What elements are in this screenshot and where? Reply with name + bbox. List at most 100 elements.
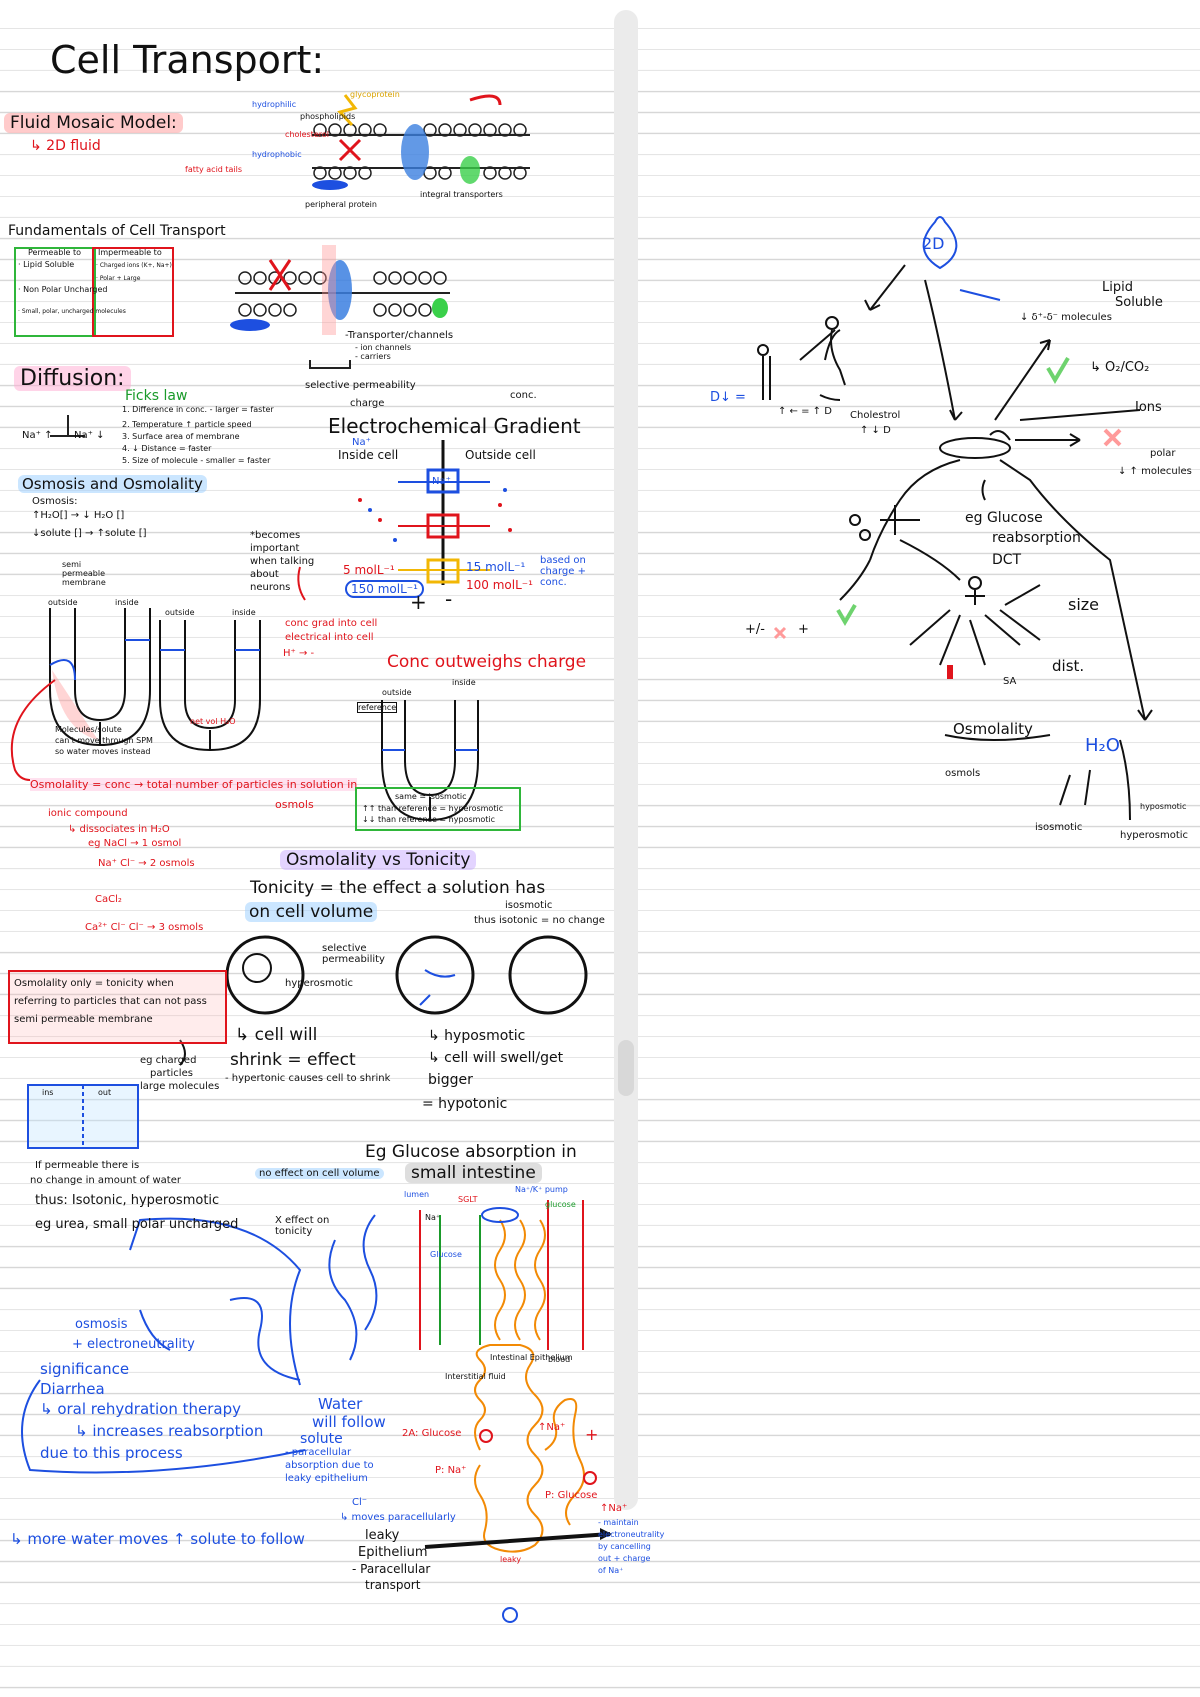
label-cholesterol: cholesterol [285, 130, 329, 139]
mind-map-marks [773, 356, 1122, 679]
leaky-1: leaky [365, 1528, 400, 1543]
shrink-2: shrink = effect [230, 1050, 356, 1070]
mm-polar: polar [1150, 448, 1176, 459]
conc-outweighs: Conc outweighs charge [387, 652, 587, 672]
ec-na-label: Na⁺ [352, 437, 371, 448]
scrollbar-thumb[interactable] [618, 1040, 634, 1096]
eg-charged-3: large molecules [140, 1081, 220, 1092]
impermeable-box [92, 247, 174, 337]
na-top: ↑Na⁺ [538, 1422, 566, 1433]
eg-charged-2: particles [150, 1068, 193, 1079]
u1-note-1: Molecules/solute [55, 725, 122, 734]
p-glucose: P: Glucose [545, 1490, 598, 1501]
u1b-outside: outside [165, 608, 195, 617]
ec-right-conc: 15 molL⁻¹ [466, 560, 526, 574]
u-tube-1 [49, 608, 151, 747]
water-2: will follow [312, 1413, 386, 1431]
osmosis-sub: Osmosis: [32, 496, 78, 507]
mm-hyperosmotic: hyperosmotic [1120, 830, 1189, 841]
leaky-small: leaky [500, 1555, 522, 1564]
transporter-item-1: - ion channels [355, 343, 411, 352]
u1-note-2: can't move through SPM [55, 736, 153, 745]
fluid-mosaic-heading: Fluid Mosaic Model: [4, 113, 183, 133]
ec-left-conc2: 150 molL⁻¹ [345, 580, 424, 598]
hypertonic-note: - hypertonic causes cell to shrink [225, 1073, 391, 1084]
gl-glucose-2: glucose [545, 1200, 576, 1209]
gl-lumen: lumen [404, 1190, 430, 1199]
impermeable-item-2: · Polar + Large [96, 275, 141, 282]
mm-dv: D↓ = [710, 390, 746, 405]
swell-label: ↳ cell will swell/get [428, 1050, 564, 1066]
paracellular-2: absorption due to [285, 1460, 374, 1471]
nacl-line: eg NaCl → 1 osmol [88, 838, 182, 849]
u1-outside: outside [48, 598, 78, 607]
mm-reab: reabsorption [992, 530, 1081, 546]
dissociates: ↳ dissociates in H₂O [68, 824, 170, 835]
mm-h2o: H₂O [1085, 735, 1120, 756]
label-peripheral: peripheral protein [305, 200, 377, 209]
maintain-3: by cancelling [598, 1542, 651, 1551]
scrollbar-track[interactable] [614, 10, 638, 1510]
neuron-note-1: *becomes [250, 530, 301, 541]
u-tube-2 [381, 700, 479, 822]
x-effect-line: X effect on tonicity [275, 1215, 330, 1237]
gl-sglt: SGLT [458, 1195, 478, 1204]
tonicity-heading: Osmolality vs Tonicity [280, 850, 477, 870]
cacl-line: CaCl₂ [95, 894, 122, 905]
ec-right-conc2: 100 molL⁻¹ [466, 578, 533, 592]
conc-grad-1: conc grad into cell [285, 618, 378, 629]
selective-label: selective permeability [322, 943, 385, 965]
fundamentals-heading: Fundamentals of Cell Transport [8, 223, 226, 239]
tonicity-def: Tonicity = the effect a solution has [250, 878, 546, 898]
membrane-diagram-2 [230, 245, 450, 335]
mm-osmols: osmols [945, 768, 981, 779]
electroneutrality-label: + electroneutrality [72, 1337, 195, 1352]
fick-item-3: 3. Surface area of membrane [122, 432, 240, 441]
permeable-title: Permeable to [28, 248, 82, 257]
diffusion-heading: Diffusion: [14, 366, 131, 391]
cacl-line-2: Ca²⁺ Cl⁻ Cl⁻ → 3 osmols [85, 922, 204, 933]
diarrhea-label: Diarrhea [40, 1380, 105, 1398]
mm-soluble: Soluble [1115, 295, 1163, 310]
ec-based: based on charge + conc. [540, 555, 586, 588]
selective-permeability: selective permeability [305, 380, 416, 391]
osmosis-heading: Osmosis and Osmolality [18, 475, 207, 493]
impermeable-item-1: · Charged ions (K+, Na+) [96, 262, 172, 269]
leaky-4: transport [365, 1578, 421, 1592]
shrink-1: ↳ cell will [235, 1025, 318, 1045]
u-tube-1b [159, 620, 261, 752]
mm-chol2: ↑ ↓ D [860, 425, 891, 436]
hypotonic-label: = hypotonic [422, 1096, 508, 1112]
label-hydrophobic: hydrophobic [252, 150, 302, 159]
water-1: Water [318, 1395, 363, 1413]
u2-inside: inside [452, 678, 476, 687]
label-integral: integral transporters [420, 190, 503, 199]
label-fatty: fatty acid tails [185, 165, 243, 174]
ec-inside: Inside cell [338, 448, 399, 462]
osmotic-box [355, 787, 521, 831]
spm-label: semi permeable membrane [62, 560, 106, 587]
u1b-inside: inside [232, 608, 256, 617]
transporter-note: -Transporter/channels [345, 330, 454, 341]
na-right-label: ↑Na⁺ [600, 1503, 628, 1514]
no-effect-line: no effect on cell volume [255, 1168, 384, 1179]
glucose-heading: Eg Glucose absorption in [365, 1142, 577, 1162]
tonicity-def-2: on cell volume [245, 902, 378, 922]
u2-hypo: ↓↓ than reference = hyposmotic [362, 815, 496, 824]
neuron-note-5: neurons [250, 582, 291, 593]
mm-sa: SA [1003, 676, 1017, 687]
mm-ions: Ions [1135, 400, 1162, 415]
ec-na-box: Na⁺ [432, 476, 451, 487]
mm-molecules: ↓ δ⁺-δ⁻ molecules [1020, 312, 1112, 323]
hyperosmotic-label: hyperosmotic [285, 978, 354, 989]
fick-item-4: 4. ↓ Distance = faster [122, 444, 212, 453]
tonicity-box-1: Osmolality only = tonicity when [14, 978, 174, 989]
mm-arrows: ↑ ← = ↑ D [778, 406, 832, 417]
nacl-line-2: Na⁺ Cl⁻ → 2 osmols [98, 858, 195, 869]
electrochemical-heading: Electrochemical Gradient [328, 414, 581, 438]
hyposmotic-label: ↳ hyposmotic [428, 1028, 526, 1044]
na-left: Na⁺ ↑ [22, 430, 53, 441]
permeable-item-3: · Small, polar, uncharged molecules [18, 308, 126, 315]
cl-label: Cl⁻ [352, 1497, 368, 1508]
